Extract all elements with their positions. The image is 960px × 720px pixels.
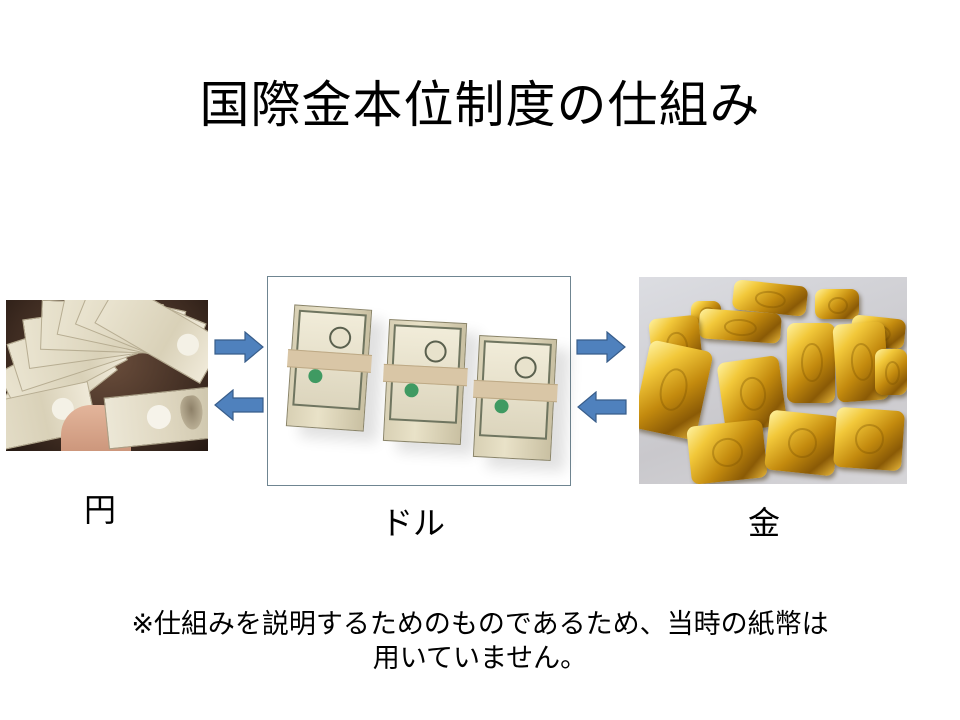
footnote-line-1: ※仕組みを説明するためのものであるため、当時の紙幣は [131, 609, 829, 640]
yen-banknotes-photo [6, 300, 208, 451]
arrow-left-icon [214, 389, 264, 421]
arrow-right-icon [214, 331, 264, 363]
yen-label: 円 [84, 491, 117, 529]
arrow-right-icon [576, 331, 626, 363]
arrow-left-icon [577, 391, 627, 423]
dollar-stacks-photo [267, 276, 571, 486]
dollar-label: ドル [381, 504, 446, 542]
gold-bars-photo [639, 277, 907, 484]
footnote-line-2: 用いていません。 [372, 643, 588, 674]
footnote: ※仕組みを説明するためのものであるため、当時の紙幣は 用いていません。 [0, 608, 960, 676]
gold-label: 金 [748, 504, 781, 542]
slide-title: 国際金本位制度の仕組み [199, 76, 761, 134]
